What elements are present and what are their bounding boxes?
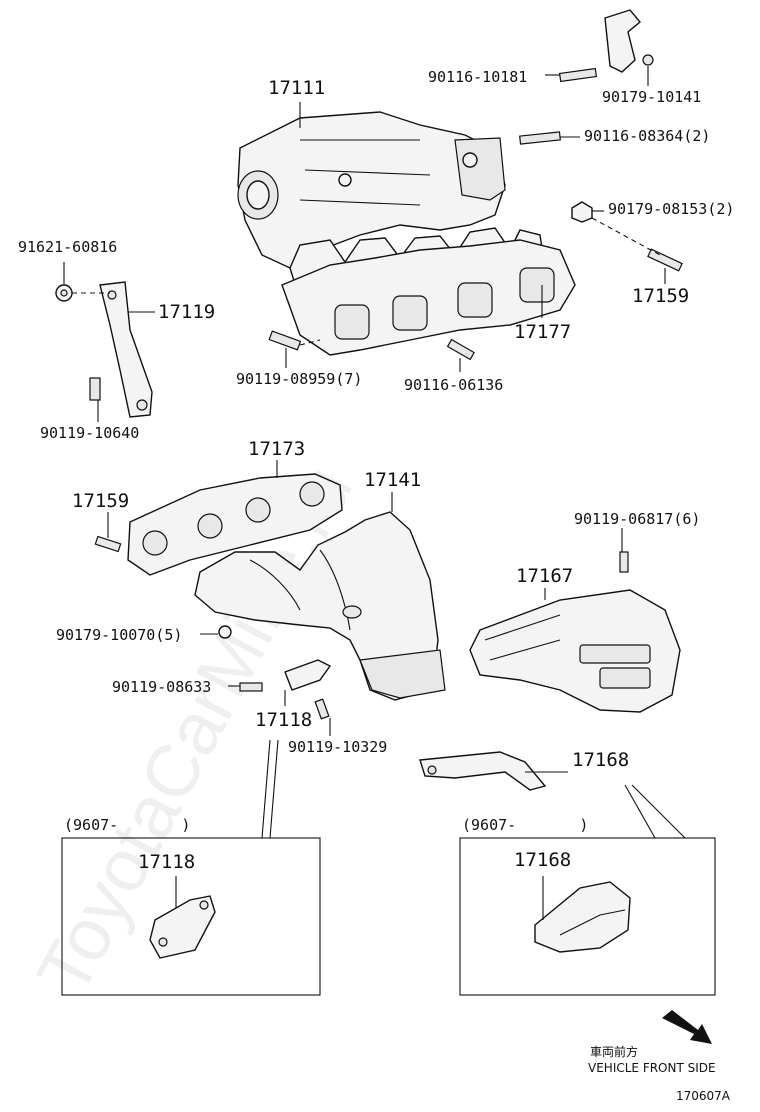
label-17118: 17118 [255,709,312,731]
vehicle-front-arrow-icon [662,1010,712,1044]
label-17111: 17111 [268,77,325,99]
bolt-90119-06817[interactable] [619,551,629,573]
box-right-part: 17168 [514,849,571,871]
box-left-date: (9607- ) [64,816,190,834]
exhaust-gasket-17173[interactable] [127,473,343,576]
label-90116-06136: 90116-06136 [404,376,503,394]
exhaust-manifold-17141[interactable] [194,511,446,701]
label-17141: 17141 [364,469,421,491]
label-90179-08153: 90179-08153(2) [608,200,734,218]
label-17177: 17177 [514,321,571,343]
stud-90116-10181[interactable] [558,67,598,83]
intake-gasket-17177[interactable] [281,239,576,356]
leader-lines [63,66,686,839]
label-90119-10329: 90119-10329 [288,738,387,756]
box-left-part: 17118 [138,851,195,873]
front-label-en: VEHICLE FRONT SIDE [588,1061,716,1075]
label-91621-60816: 91621-60816 [18,238,117,256]
label-90119-08633: 90119-08633 [112,678,211,696]
heat-insulator-17167[interactable] [469,589,681,713]
manifold-stay-17119[interactable] [99,281,153,418]
label-90179-10141: 90179-10141 [602,88,701,106]
label-90116-08364: 90116-08364(2) [584,127,710,145]
label-90119-06817: 90119-06817(6) [574,510,700,528]
label-90119-08959: 90119-08959(7) [236,370,362,388]
bolt-90119-08959[interactable] [268,330,302,351]
inset-box-17168 [459,837,716,996]
label-17119: 17119 [158,301,215,323]
box-right-date: (9607- ) [462,816,588,834]
inset-box-17118 [61,837,321,996]
bracket-top-hook[interactable] [604,9,654,73]
front-label-jp: 車両前方 [590,1044,638,1059]
label-90119-10640: 90119-10640 [40,424,139,442]
stud-17159-top[interactable] [647,248,683,272]
nut-90179-08153[interactable] [571,201,593,223]
diagram-code: 170607A [676,1089,731,1103]
label-17167: 17167 [516,565,573,587]
washer-91621-60816[interactable] [55,284,73,302]
label-90179-10070: 90179-10070(5) [56,626,182,644]
label-90116-10181: 90116-10181 [428,68,527,86]
heat-insulator-17168[interactable] [419,751,547,791]
bolt-90119-08633[interactable] [239,682,263,692]
bolt-90119-10329[interactable] [314,698,330,720]
label-17159-mid: 17159 [72,490,129,512]
stud-90116-08364[interactable] [519,131,561,145]
stud-17159-mid[interactable] [94,535,122,553]
label-17159-top: 17159 [632,285,689,307]
bolt-90119-10640[interactable] [89,377,101,401]
stud-90116-06136[interactable] [446,338,475,361]
label-17168: 17168 [572,749,629,771]
label-17173: 17173 [248,438,305,460]
bracket-17118[interactable] [284,659,332,691]
